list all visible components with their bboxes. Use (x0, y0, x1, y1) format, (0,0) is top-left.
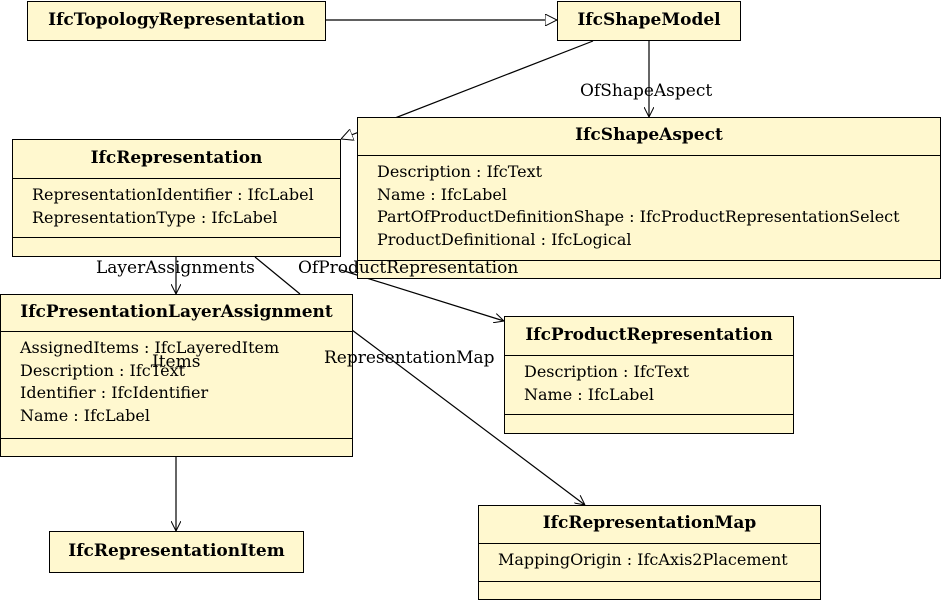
class-ifc-topology-representation[interactable]: IfcTopologyRepresentation (27, 1, 326, 41)
attribute: Identifier : IfcIdentifier (20, 383, 209, 403)
operation-compartment (479, 581, 820, 582)
attribute: Name : IfcLabel (377, 184, 507, 204)
class-ifc-shape-model[interactable]: IfcShapeModel (557, 1, 741, 41)
attribute-list: RepresentationIdentifier : IfcLabel Repr… (13, 178, 340, 237)
attribute: RepresentationType : IfcLabel (32, 207, 278, 227)
edge-label-layer-assignments: LayerAssignments (96, 258, 255, 278)
attribute: Description : IfcText (524, 362, 690, 381)
association-representation-map (351, 329, 585, 505)
class-title: IfcRepresentation (90, 148, 263, 168)
attribute-list: Description : IfcText Name : IfcLabel (505, 355, 793, 414)
attribute: Name : IfcLabel (20, 405, 150, 425)
attribute: RepresentationIdentifier : IfcLabel (32, 185, 314, 204)
class-ifc-representation-map[interactable]: IfcRepresentationMap MappingOrigin : Ifc… (478, 505, 821, 600)
class-title: IfcTopologyRepresentation (48, 10, 305, 30)
attribute: MappingOrigin : IfcAxis2Placement (498, 550, 788, 569)
association-items (254, 256, 301, 295)
class-ifc-shape-aspect[interactable]: IfcShapeAspect Description : IfcText Nam… (357, 117, 941, 279)
class-title: IfcShapeAspect (575, 125, 723, 145)
attribute-list: AssignedItems : IfcLayeredItem Descripti… (1, 331, 352, 438)
attribute: Name : IfcLabel (524, 384, 654, 404)
class-ifc-representation[interactable]: IfcRepresentation RepresentationIdentifi… (12, 139, 341, 257)
operation-compartment (13, 237, 340, 238)
attribute: Description : IfcText (377, 162, 543, 181)
class-ifc-presentation-layer-assignment[interactable]: IfcPresentationLayerAssignment AssignedI… (0, 294, 353, 457)
class-title: IfcRepresentationItem (68, 541, 285, 561)
edge-label-of-shape-aspect: OfShapeAspect (580, 81, 713, 101)
operation-compartment (1, 438, 352, 439)
class-title: IfcShapeModel (577, 10, 721, 30)
attribute: AssignedItems : IfcLayeredItem (20, 338, 280, 357)
attribute: ProductDefinitional : IfcLogical (377, 229, 632, 249)
class-ifc-representation-item[interactable]: IfcRepresentationItem (49, 531, 304, 573)
class-title: IfcPresentationLayerAssignment (20, 302, 333, 322)
class-title: IfcRepresentationMap (542, 513, 757, 533)
operation-compartment (358, 260, 940, 261)
attribute: PartOfProductDefinitionShape : IfcProduc… (377, 207, 900, 227)
operation-compartment (505, 414, 793, 415)
class-ifc-product-representation[interactable]: IfcProductRepresentation Description : I… (504, 316, 794, 434)
edge-label-representation-map: RepresentationMap (324, 348, 495, 368)
attribute-list: MappingOrigin : IfcAxis2Placement (479, 543, 820, 581)
attribute: Description : IfcText (20, 360, 186, 380)
class-title: IfcProductRepresentation (525, 325, 773, 345)
attribute-list: Description : IfcText Name : IfcLabel Pa… (358, 155, 940, 260)
edge-label-of-product-representation: OfProductRepresentation (298, 258, 519, 278)
edge-label-items: Items (152, 352, 201, 372)
